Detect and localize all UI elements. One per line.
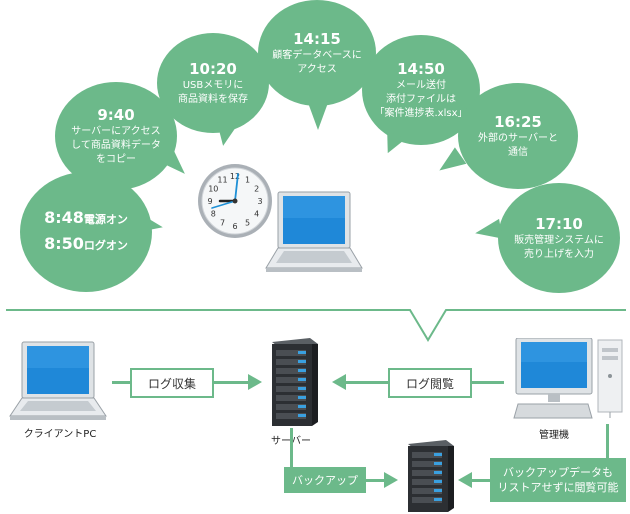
- bubble-tail: [307, 100, 329, 130]
- server-led: [434, 498, 442, 501]
- backup-note-box: バックアップデータも リストアせずに閲覧可能: [490, 458, 626, 502]
- server-led: [298, 351, 306, 354]
- bubble-time: 9:40: [97, 106, 135, 124]
- clock-number: 8: [211, 210, 216, 219]
- clock-number: 4: [254, 210, 259, 219]
- log-collect-box: ログ収集: [130, 368, 214, 398]
- server-slot: [276, 404, 306, 410]
- server-slot: [412, 452, 442, 458]
- bubble-desc: USBメモリに 商品資料を保存: [178, 80, 248, 105]
- server-icon: [272, 338, 318, 426]
- bubble-desc: 電源オン: [83, 213, 128, 226]
- server-led: [434, 471, 442, 474]
- bubble-time: 8:50: [44, 234, 84, 253]
- server-led: [434, 480, 442, 483]
- bubble-tail: [135, 212, 165, 238]
- server-led: [298, 387, 306, 390]
- connector-line: [606, 424, 609, 460]
- clock-number: 7: [220, 219, 225, 228]
- admin-pc-icon: [513, 338, 623, 419]
- clock-number: 11: [217, 175, 227, 184]
- clock-number: 2: [254, 185, 259, 194]
- arrow-head-right: [384, 472, 398, 488]
- bubble-desc: 顧客データベースに アクセス: [272, 50, 362, 75]
- server-led: [298, 360, 306, 363]
- bubble-line-1: 8:48電源オン: [44, 206, 128, 232]
- server-slot: [276, 413, 306, 419]
- client-pc-icon: [9, 341, 107, 420]
- bubble-time: 16:25: [494, 113, 542, 131]
- bubble-1415: 14:15 顧客データベースに アクセス: [258, 0, 376, 106]
- bubble-desc: 販売管理システムに 売り上げを入力: [514, 235, 604, 260]
- server-slot: [276, 359, 306, 365]
- bubble-1625: 16:25 外部のサーバーと 通信: [458, 83, 578, 189]
- connector-line: [290, 428, 293, 480]
- client-pc-label: クライアントPC: [23, 429, 97, 440]
- server-led: [298, 396, 306, 399]
- bubble-desc: ログオン: [83, 239, 128, 252]
- separator-line: [6, 309, 626, 342]
- clock-number: 3: [257, 197, 262, 206]
- server-led: [298, 378, 306, 381]
- backup-box: バックアップ: [284, 467, 366, 493]
- server-slot: [412, 488, 442, 494]
- arrow-head-left: [332, 374, 346, 390]
- server-slot: [276, 368, 306, 374]
- server-led: [434, 453, 442, 456]
- bubble-time: 14:15: [293, 30, 341, 48]
- server-led: [298, 369, 306, 372]
- server-slot: [276, 350, 306, 356]
- clock-number: 1: [245, 175, 250, 184]
- bubble-desc: メール送付 添付ファイルは 「案件進捗表.xlsx」: [374, 80, 468, 119]
- server-slot: [412, 479, 442, 485]
- server-led: [434, 462, 442, 465]
- bubble-tail: [213, 122, 237, 148]
- server-led: [298, 405, 306, 408]
- bubble-0848: 8:48電源オン 8:50ログオン: [20, 172, 152, 292]
- bubble-1020: 10:20 USBメモリに 商品資料を保存: [157, 33, 269, 133]
- server-slot: [412, 470, 442, 476]
- clock-number: 9: [207, 197, 212, 206]
- log-view-box: ログ閲覧: [388, 368, 472, 398]
- server-slot: [276, 395, 306, 401]
- bubble-1710: 17:10 販売管理システムに 売り上げを入力: [498, 183, 620, 293]
- bubble-desc: サーバーにアクセス して商品資料データ をコピー: [71, 126, 161, 165]
- laptop-icon: [265, 191, 363, 272]
- admin-label: 管理機: [539, 430, 569, 441]
- clock-number: 12: [230, 172, 240, 181]
- server-led: [298, 414, 306, 417]
- bubble-line-2: 8:50ログオン: [44, 232, 128, 258]
- bubble-time: 17:10: [535, 215, 583, 233]
- arrow-head-right: [248, 374, 262, 390]
- server-slot: [276, 377, 306, 383]
- server-led: [434, 489, 442, 492]
- backup-server-icon: [408, 440, 454, 512]
- bubble-time: 8:48: [44, 208, 84, 227]
- bubble-desc: 外部のサーバーと 通信: [478, 133, 558, 158]
- clock-number: 6: [232, 222, 237, 231]
- clock-number: 5: [245, 219, 250, 228]
- bubble-time: 14:50: [397, 60, 445, 78]
- server-slot: [276, 386, 306, 392]
- bubble-time: 10:20: [189, 60, 237, 78]
- server-slot: [412, 461, 442, 467]
- arrow-head-left: [458, 472, 472, 488]
- server-slot: [412, 497, 442, 503]
- arrow-line: [470, 479, 500, 482]
- clock-number: 10: [208, 185, 218, 194]
